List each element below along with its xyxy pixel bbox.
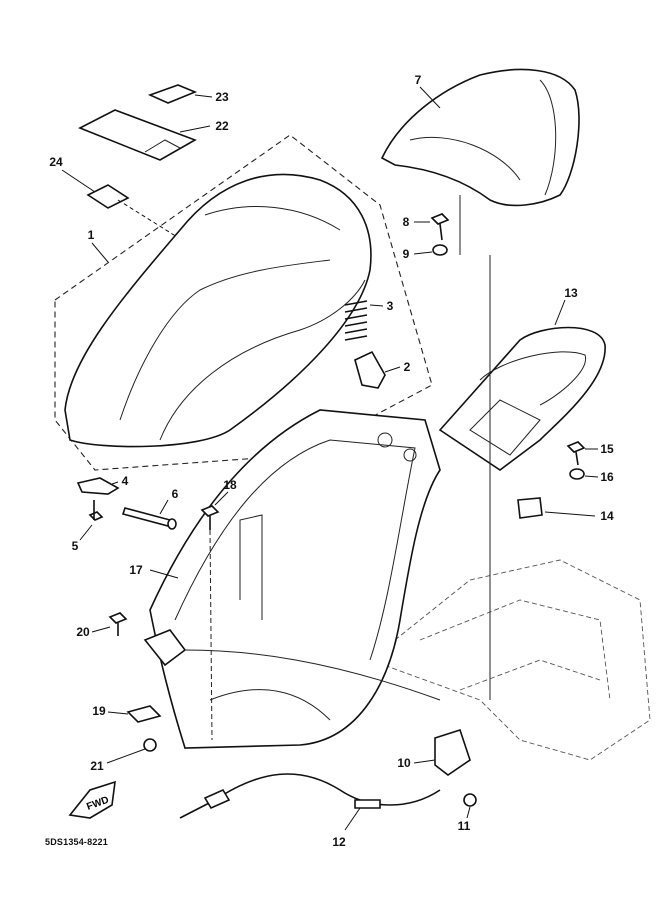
fwd-arrow-icon: FWD xyxy=(68,780,116,819)
callout-2: 2 xyxy=(403,360,411,374)
part-10-bracket xyxy=(413,728,471,776)
part-21-nut xyxy=(106,738,157,764)
callout-19: 19 xyxy=(92,704,106,718)
diagram-code: 5DS1354-8221 xyxy=(45,837,108,847)
callout-20: 20 xyxy=(76,625,90,639)
callout-17: 17 xyxy=(129,563,143,577)
callout-14: 14 xyxy=(600,509,614,523)
part-17-luggage-box xyxy=(149,409,441,749)
callout-8: 8 xyxy=(402,215,410,229)
lock-assembly xyxy=(143,629,441,701)
part-1-seat xyxy=(64,173,372,448)
part-23-clip xyxy=(147,84,213,104)
callout-4: 4 xyxy=(121,474,129,488)
callout-7: 7 xyxy=(414,73,422,87)
callout-3: 3 xyxy=(386,299,394,313)
callout-11: 11 xyxy=(457,819,471,833)
frame-outline xyxy=(369,559,651,761)
callout-22: 22 xyxy=(215,119,229,133)
part-11-nut xyxy=(463,793,477,819)
part-7-backrest xyxy=(380,68,580,255)
part-20-bolt xyxy=(91,612,128,636)
part-4-hinge xyxy=(76,477,120,495)
part-18-bolt xyxy=(200,491,229,741)
callout-5: 5 xyxy=(71,539,79,553)
callout-13: 13 xyxy=(564,286,578,300)
callout-10: 10 xyxy=(397,756,411,770)
part-9-collar xyxy=(413,244,448,256)
callout-9: 9 xyxy=(402,247,410,261)
part-22-cover xyxy=(78,109,211,161)
callout-15: 15 xyxy=(600,442,614,456)
callout-23: 23 xyxy=(215,90,229,104)
part-5-bolt xyxy=(79,500,104,541)
part-12-cable xyxy=(179,773,441,831)
callout-1: 1 xyxy=(87,228,95,242)
part-14-damper xyxy=(517,497,596,519)
callout-12: 12 xyxy=(332,835,346,849)
part-2-damper xyxy=(354,350,401,389)
part-19-bracket xyxy=(107,705,162,723)
callout-6: 6 xyxy=(171,487,179,501)
part-3-spring xyxy=(344,300,384,341)
callout-21: 21 xyxy=(90,759,104,773)
part-16-collar xyxy=(569,468,599,480)
part-15-bolt xyxy=(566,441,598,466)
callout-16: 16 xyxy=(600,470,614,484)
callout-18: 18 xyxy=(223,478,237,492)
part-8-bolt xyxy=(414,213,450,241)
part-6-pin xyxy=(121,499,177,530)
callout-24: 24 xyxy=(49,155,63,169)
